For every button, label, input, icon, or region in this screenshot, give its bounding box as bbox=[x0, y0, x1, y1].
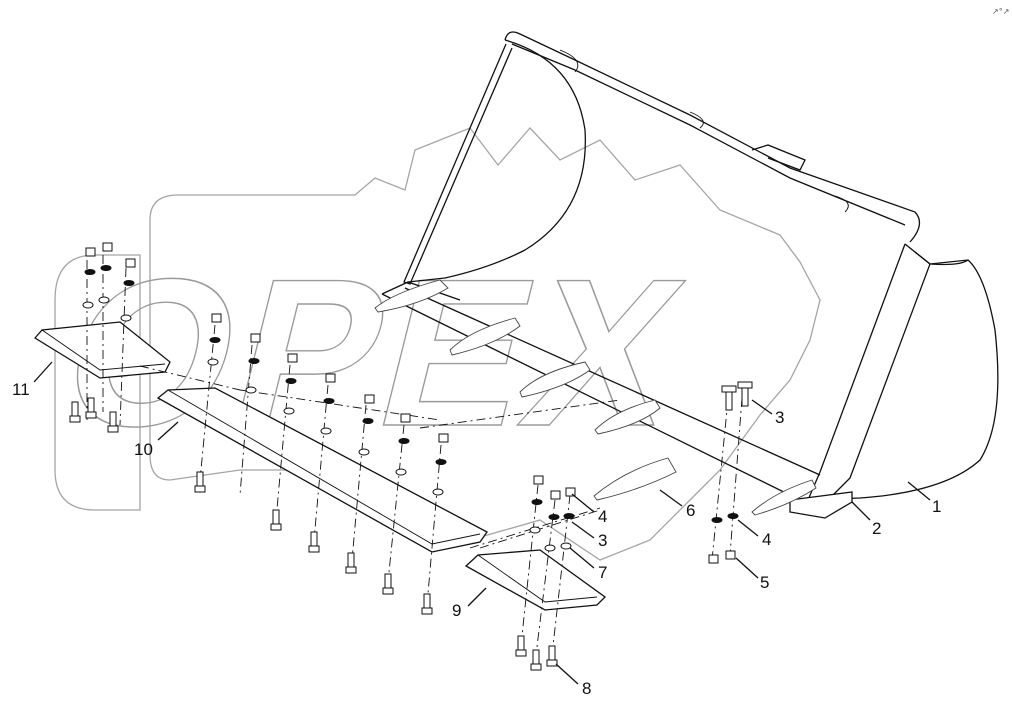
watermark-frame bbox=[54, 254, 141, 511]
watermark: OPEX bbox=[42, 127, 821, 561]
leader-lines bbox=[33, 361, 931, 685]
callout-6: 6 bbox=[686, 501, 695, 520]
callout-2: 2 bbox=[872, 519, 881, 538]
base-plate bbox=[789, 491, 853, 519]
callout-9: 9 bbox=[452, 601, 461, 620]
callout-1: 1 bbox=[932, 497, 941, 516]
callout-5: 5 bbox=[760, 573, 769, 592]
bucket bbox=[374, 31, 999, 519]
callouts: 1 2 3 3 4 4 5 6 7 8 9 10 11 bbox=[12, 380, 941, 698]
bolt-set bbox=[69, 381, 753, 671]
callout-10: 10 bbox=[134, 440, 153, 459]
watermark-gear-icon bbox=[149, 127, 821, 561]
callout-4-plate: 4 bbox=[598, 507, 607, 526]
hardware bbox=[69, 242, 753, 671]
washer-set bbox=[82, 265, 739, 552]
callout-7: 7 bbox=[598, 563, 607, 582]
callout-3-bucket: 3 bbox=[775, 408, 784, 427]
nut-set bbox=[85, 242, 736, 564]
corner-mark: ↗°↗ bbox=[992, 7, 1009, 16]
callout-11: 11 bbox=[12, 380, 30, 399]
callout-4-bucket: 4 bbox=[762, 530, 771, 549]
callout-8: 8 bbox=[582, 679, 591, 698]
alignment-lines bbox=[86, 255, 743, 656]
callout-3-plate: 3 bbox=[598, 531, 607, 550]
bucket-teeth bbox=[374, 279, 817, 516]
